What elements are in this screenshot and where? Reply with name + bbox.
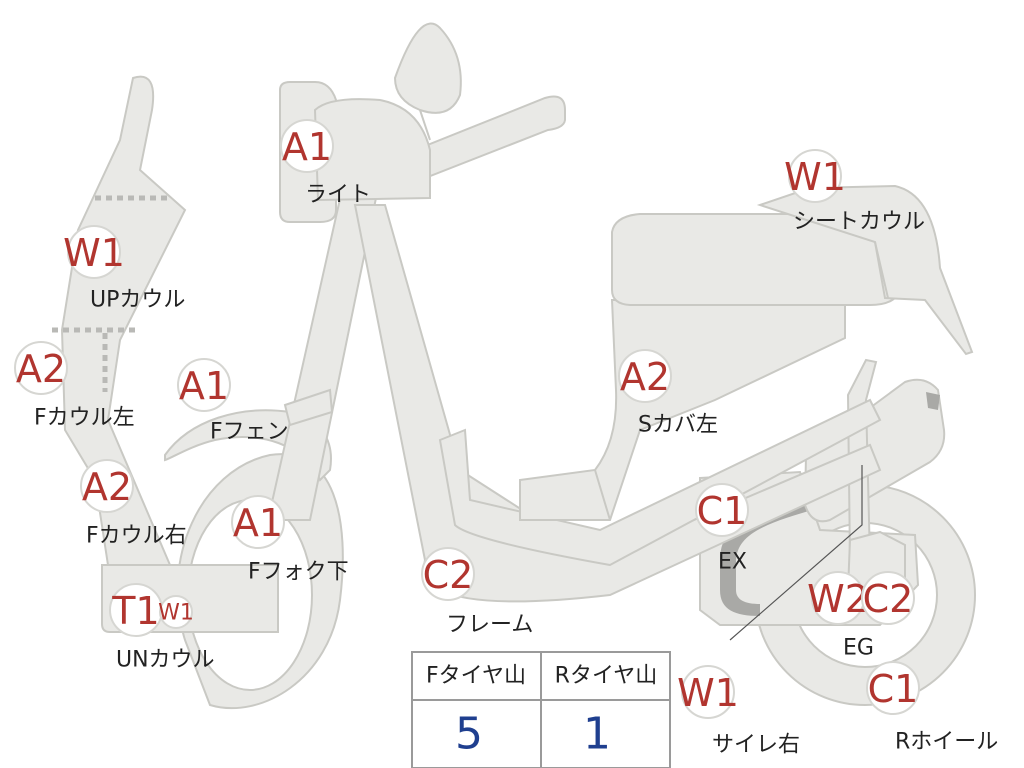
part-label-f-fork-lower: Fフォク下 <box>248 560 349 585</box>
front-tire-value: 5 <box>455 709 483 760</box>
damage-code-eg: C2 <box>863 577 914 621</box>
damage-badge-light <box>280 119 334 173</box>
damage-code-up-cowl: W1 <box>63 231 125 275</box>
mirror <box>393 22 462 114</box>
damage-code-un-cowl: T1 <box>111 589 159 633</box>
damage-code-r-wheel: C1 <box>868 667 919 711</box>
part-label-ex: EX <box>718 550 747 575</box>
damage-code-seat-cowl: W1 <box>784 155 846 199</box>
front-tire-header: Fタイヤ山 <box>426 664 526 689</box>
part-label-f-cowl-left: Fカウル左 <box>34 406 135 431</box>
part-label-eg: EG <box>843 636 874 661</box>
part-label-up-cowl: UPカウル <box>90 288 185 313</box>
damage-code-f-cowl-right: A2 <box>82 465 132 509</box>
part-label-frame: フレーム <box>446 613 533 638</box>
handlebar <box>387 95 566 182</box>
damage-badge-r-wheel <box>866 661 920 715</box>
damage-code-f-fender: A1 <box>179 364 229 408</box>
damage-code-eg: W2 <box>807 577 869 621</box>
damage-badge-f-cowl-left <box>14 341 68 395</box>
damage-badge-ex <box>695 483 749 537</box>
damage-badge-seat-cowl <box>788 149 842 203</box>
damage-badge-eg <box>861 571 915 625</box>
rear-tire-value: 1 <box>583 709 611 760</box>
rear-tire-header: Rタイヤ山 <box>555 664 658 689</box>
damage-code-light: A1 <box>282 125 332 169</box>
damage-code-ex: C1 <box>697 489 748 533</box>
part-label-seat-cowl: シートカウル <box>793 210 925 235</box>
side-cover <box>519 299 846 521</box>
damage-badge-silencer-right <box>681 665 735 719</box>
part-label-r-wheel: Rホイール <box>895 730 998 755</box>
damage-code-frame: C2 <box>423 553 474 597</box>
part-label-f-cowl-right: Fカウル右 <box>86 524 187 549</box>
damage-badge-f-fender <box>177 358 231 412</box>
damage-code-f-cowl-left: A2 <box>16 347 66 391</box>
guide-line <box>729 465 863 641</box>
damage-badge-un-cowl <box>159 595 193 629</box>
damage-code-f-fork-lower: A1 <box>233 501 283 545</box>
damage-badge-f-cowl-right <box>80 459 134 513</box>
headlight-housing <box>313 98 431 202</box>
seat-cowl <box>756 184 974 356</box>
damage-code-s-cover-left: A2 <box>620 355 670 399</box>
tire-tread-table: Fタイヤ山 Rタイヤ山 5 1 <box>411 651 671 768</box>
damage-badge-up-cowl <box>67 225 121 279</box>
damage-code-un-cowl: W1 <box>158 601 194 626</box>
damage-badge-s-cover-left <box>618 349 672 403</box>
part-label-silencer-right: サイレ右 <box>712 733 800 758</box>
damage-badge-f-fork-lower <box>231 495 285 549</box>
damage-badge-frame <box>421 547 475 601</box>
damage-code-silencer-right: W1 <box>677 671 739 715</box>
part-label-un-cowl: UNカウル <box>116 648 215 673</box>
part-label-f-fender: Fフェン <box>210 420 289 445</box>
part-label-light: ライト <box>305 183 371 208</box>
part-label-s-cover-left: Sカバ左 <box>638 413 718 438</box>
